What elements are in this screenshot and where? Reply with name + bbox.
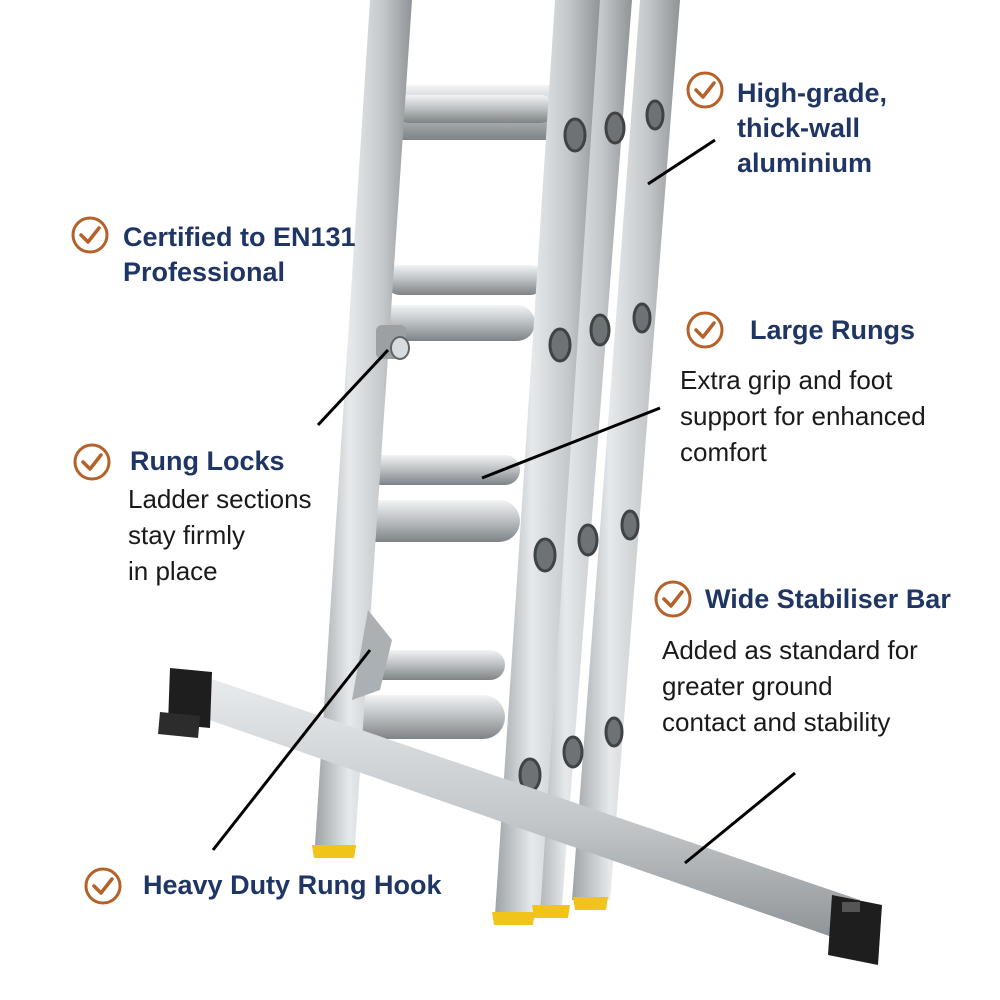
rung-lock — [376, 325, 410, 360]
feature-description-line: Added as standard for — [662, 635, 918, 665]
feature-title-line: Large Rungs — [750, 315, 916, 345]
stabiliser-bar — [158, 668, 882, 965]
check-circle-icon — [73, 443, 111, 481]
feature-description-line: stay firmly — [128, 520, 245, 550]
callout-line-aluminium — [647, 138, 716, 186]
stile-end-caps — [312, 845, 608, 925]
check-circle-icon — [71, 216, 109, 254]
rung-ends — [518, 99, 665, 793]
ladder-section-front — [315, 0, 600, 915]
feature-title-line: aluminium — [737, 148, 873, 178]
callout-line-large-rungs — [481, 406, 661, 480]
rung-hook — [352, 610, 392, 700]
feature-title-line: Certified to EN131 — [123, 222, 356, 252]
check-circle-icon — [686, 311, 724, 349]
feature-title-line: Rung Locks — [130, 446, 285, 476]
feature-description-line: contact and stability — [662, 707, 891, 737]
check-circle-icon — [686, 71, 724, 109]
feature-description-line: greater ground — [662, 671, 833, 701]
feature-title-line: Wide Stabiliser Bar — [705, 584, 951, 614]
feature-title-line: Heavy Duty Rung Hook — [143, 870, 442, 900]
feature-description-line: Extra grip and foot — [680, 365, 893, 395]
check-circle-icon — [654, 580, 692, 618]
feature-title-line: Professional — [123, 257, 286, 287]
feature-title-line: High-grade, — [737, 78, 888, 108]
callout-line-stabiliser-bar — [684, 771, 796, 865]
callout-lines — [211, 138, 796, 865]
callout-line-rung-locks — [316, 348, 390, 427]
feature-description-line: support for enhanced — [680, 401, 926, 431]
feature-description-line: in place — [128, 556, 218, 586]
callout-line-rung-hook — [211, 649, 372, 851]
feature-title-line: thick-wall — [737, 113, 861, 143]
feature-description-line: comfort — [680, 437, 767, 467]
feature-description-line: Ladder sections — [128, 484, 312, 514]
check-circle-icon — [84, 867, 122, 905]
